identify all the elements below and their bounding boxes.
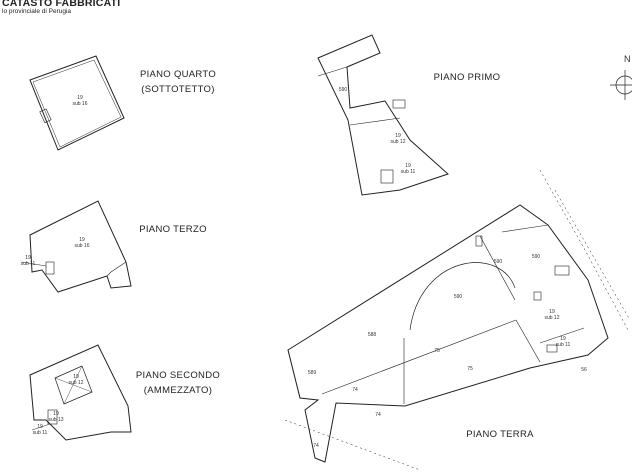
document-subtitle: lo provinciale di Perugia [2, 8, 120, 15]
floor-label-terzo: PIANO TERZO [128, 222, 218, 237]
stair-icon [39, 108, 52, 124]
plan-primo-wall [317, 66, 348, 77]
floor-label-quarto-line2: (SOTTOTETTO) [141, 84, 215, 95]
plan-terra-outline [287, 204, 609, 463]
parcel-sub: sub 12 [544, 315, 559, 321]
plan-terzo-notch [106, 261, 127, 277]
stair-icon [533, 291, 542, 301]
parcel-sub: sub 12 [390, 139, 405, 145]
parcel-number: 75 [434, 348, 440, 354]
parcel-number: 588 [368, 332, 377, 338]
parcel-number: 19 [549, 309, 555, 315]
subtitle-place: Perugia [48, 8, 72, 15]
parcel-sub: sub 11 [21, 261, 36, 267]
stair-icon [546, 344, 558, 353]
parcel-sub: sub 11 [33, 430, 48, 436]
plan-terzo-outline [29, 200, 132, 293]
floor-label-quarto: PIANO QUARTO (SOTTOTETTO) [128, 67, 228, 97]
parcel-number: 19 [77, 95, 83, 101]
parcel-sub: sub 13 [48, 417, 63, 423]
plan-quarto-outline [29, 55, 125, 151]
parcel-number: 19 [560, 336, 566, 342]
parcel-number: 74 [375, 412, 381, 418]
plan-quarto-inner [32, 59, 122, 148]
parcel-sub: sub 11 [401, 169, 416, 175]
floor-label-secondo-line2: (AMMEZZATO) [143, 385, 213, 396]
parcel-number: 56 [581, 367, 587, 373]
parcel-number: 590 [494, 259, 503, 265]
plan-terra-wall [501, 224, 549, 233]
parcel-number: 19 [25, 255, 31, 261]
plan-terra-wall [321, 319, 517, 395]
parcel-sub: sub 12 [68, 380, 83, 386]
parcel-number: 19 [405, 163, 411, 169]
floor-label-primo-line1: PIANO PRIMO [433, 72, 501, 83]
plan-primo-wall [349, 117, 401, 126]
stair-icon [380, 169, 394, 184]
parcel-number: 19 [79, 237, 85, 243]
plan-terra-wall [539, 327, 585, 344]
floor-label-quarto-line1: PIANO QUARTO [139, 69, 217, 80]
parcel-number: 589 [308, 370, 317, 376]
courtyard-cross [54, 377, 93, 393]
parcel-number: 75 [467, 366, 473, 372]
document-header: CATASTO FABBRICATI lo provinciale di Per… [2, 0, 120, 15]
plan-terra-wall [287, 349, 301, 399]
floor-label-terzo-line1: PIANO TERZO [139, 224, 207, 235]
parcel-sub: sub 11 [556, 342, 571, 348]
stair-icon [47, 409, 58, 425]
stair-icon [45, 261, 55, 275]
stair-icon [475, 235, 483, 247]
floor-label-primo: PIANO PRIMO [422, 70, 512, 85]
floor-label-terra-line1: PIANO TERRA [466, 429, 534, 440]
callout-line [21, 261, 47, 267]
parcel-number: 590 [454, 294, 463, 300]
subtitle-prefix: lo provinciale di [2, 8, 47, 15]
boundary-line [284, 419, 421, 471]
floor-label-secondo-line1: PIANO SECONDO [135, 370, 221, 381]
plan-terra-curve [409, 262, 516, 331]
north-label: N [624, 54, 631, 64]
parcel-number: 74 [313, 443, 319, 449]
parcel-sub: sub 16 [72, 101, 87, 107]
callout-line [31, 423, 51, 431]
floor-label-secondo: PIANO SECONDO (AMMEZZATO) [128, 368, 228, 398]
parcel-number: 590 [532, 254, 541, 260]
parcel-number: 19 [37, 424, 43, 430]
courtyard-cross [63, 365, 83, 405]
parcel-number: 19 [53, 411, 59, 417]
document-title: CATASTO FABBRICATI [2, 0, 121, 9]
plan-terra-wall [479, 235, 516, 301]
stair-icon [554, 265, 570, 276]
parcel-number: 74 [352, 387, 358, 393]
parcel-number: 19 [395, 133, 401, 139]
parcel-number: 19 [73, 374, 79, 380]
parcel-number: 590 [339, 87, 348, 93]
plan-primo-outline [317, 34, 449, 196]
plan-secondo-outline [29, 344, 132, 441]
plan-terra-wall [515, 319, 541, 363]
floor-label-terra: PIANO TERRA [450, 427, 550, 442]
parcel-sub: sub 16 [74, 243, 89, 249]
stair-icon [392, 99, 406, 109]
boundary-line [554, 189, 631, 321]
boundary-line [539, 169, 629, 331]
